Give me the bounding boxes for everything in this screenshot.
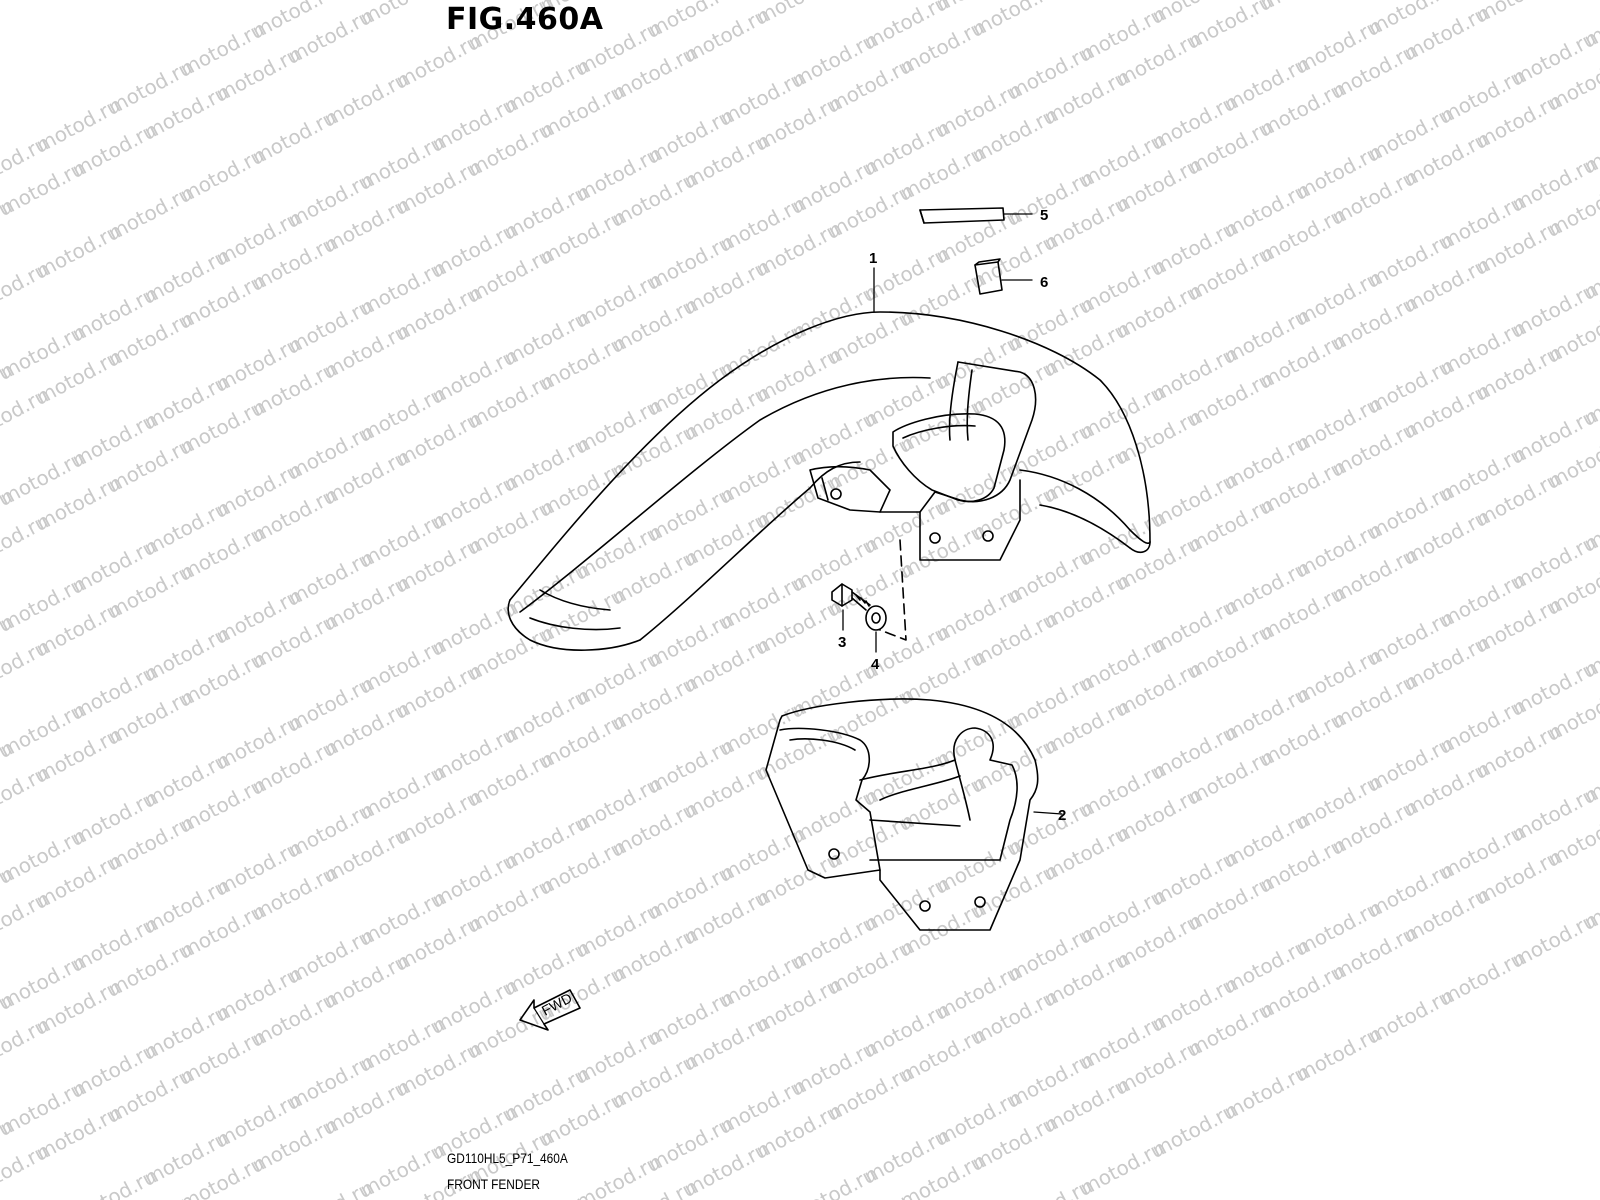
fender-brace-drawing — [765, 698, 1063, 931]
emblem-strip-drawing — [919, 207, 1033, 224]
callout-4: 4 — [871, 656, 880, 673]
callout-1: 1 — [869, 250, 877, 267]
cushion-block-drawing — [974, 258, 1033, 295]
callout-2: 2 — [1058, 807, 1066, 824]
front-fender-drawing — [507, 267, 1151, 651]
washer-drawing — [865, 605, 887, 653]
section-name: FRONT FENDER — [447, 1176, 541, 1192]
fwd-label: FWD — [539, 990, 575, 1019]
callout-6: 6 — [1040, 274, 1048, 291]
callout-5: 5 — [1040, 207, 1048, 224]
callout-3: 3 — [838, 634, 846, 651]
fwd-arrow: FWD — [519, 989, 581, 1031]
model-code: GD110HL5_P71_460A — [447, 1150, 568, 1166]
figure-title: FIG.460A — [446, 2, 604, 37]
bolt-drawing — [831, 583, 871, 631]
